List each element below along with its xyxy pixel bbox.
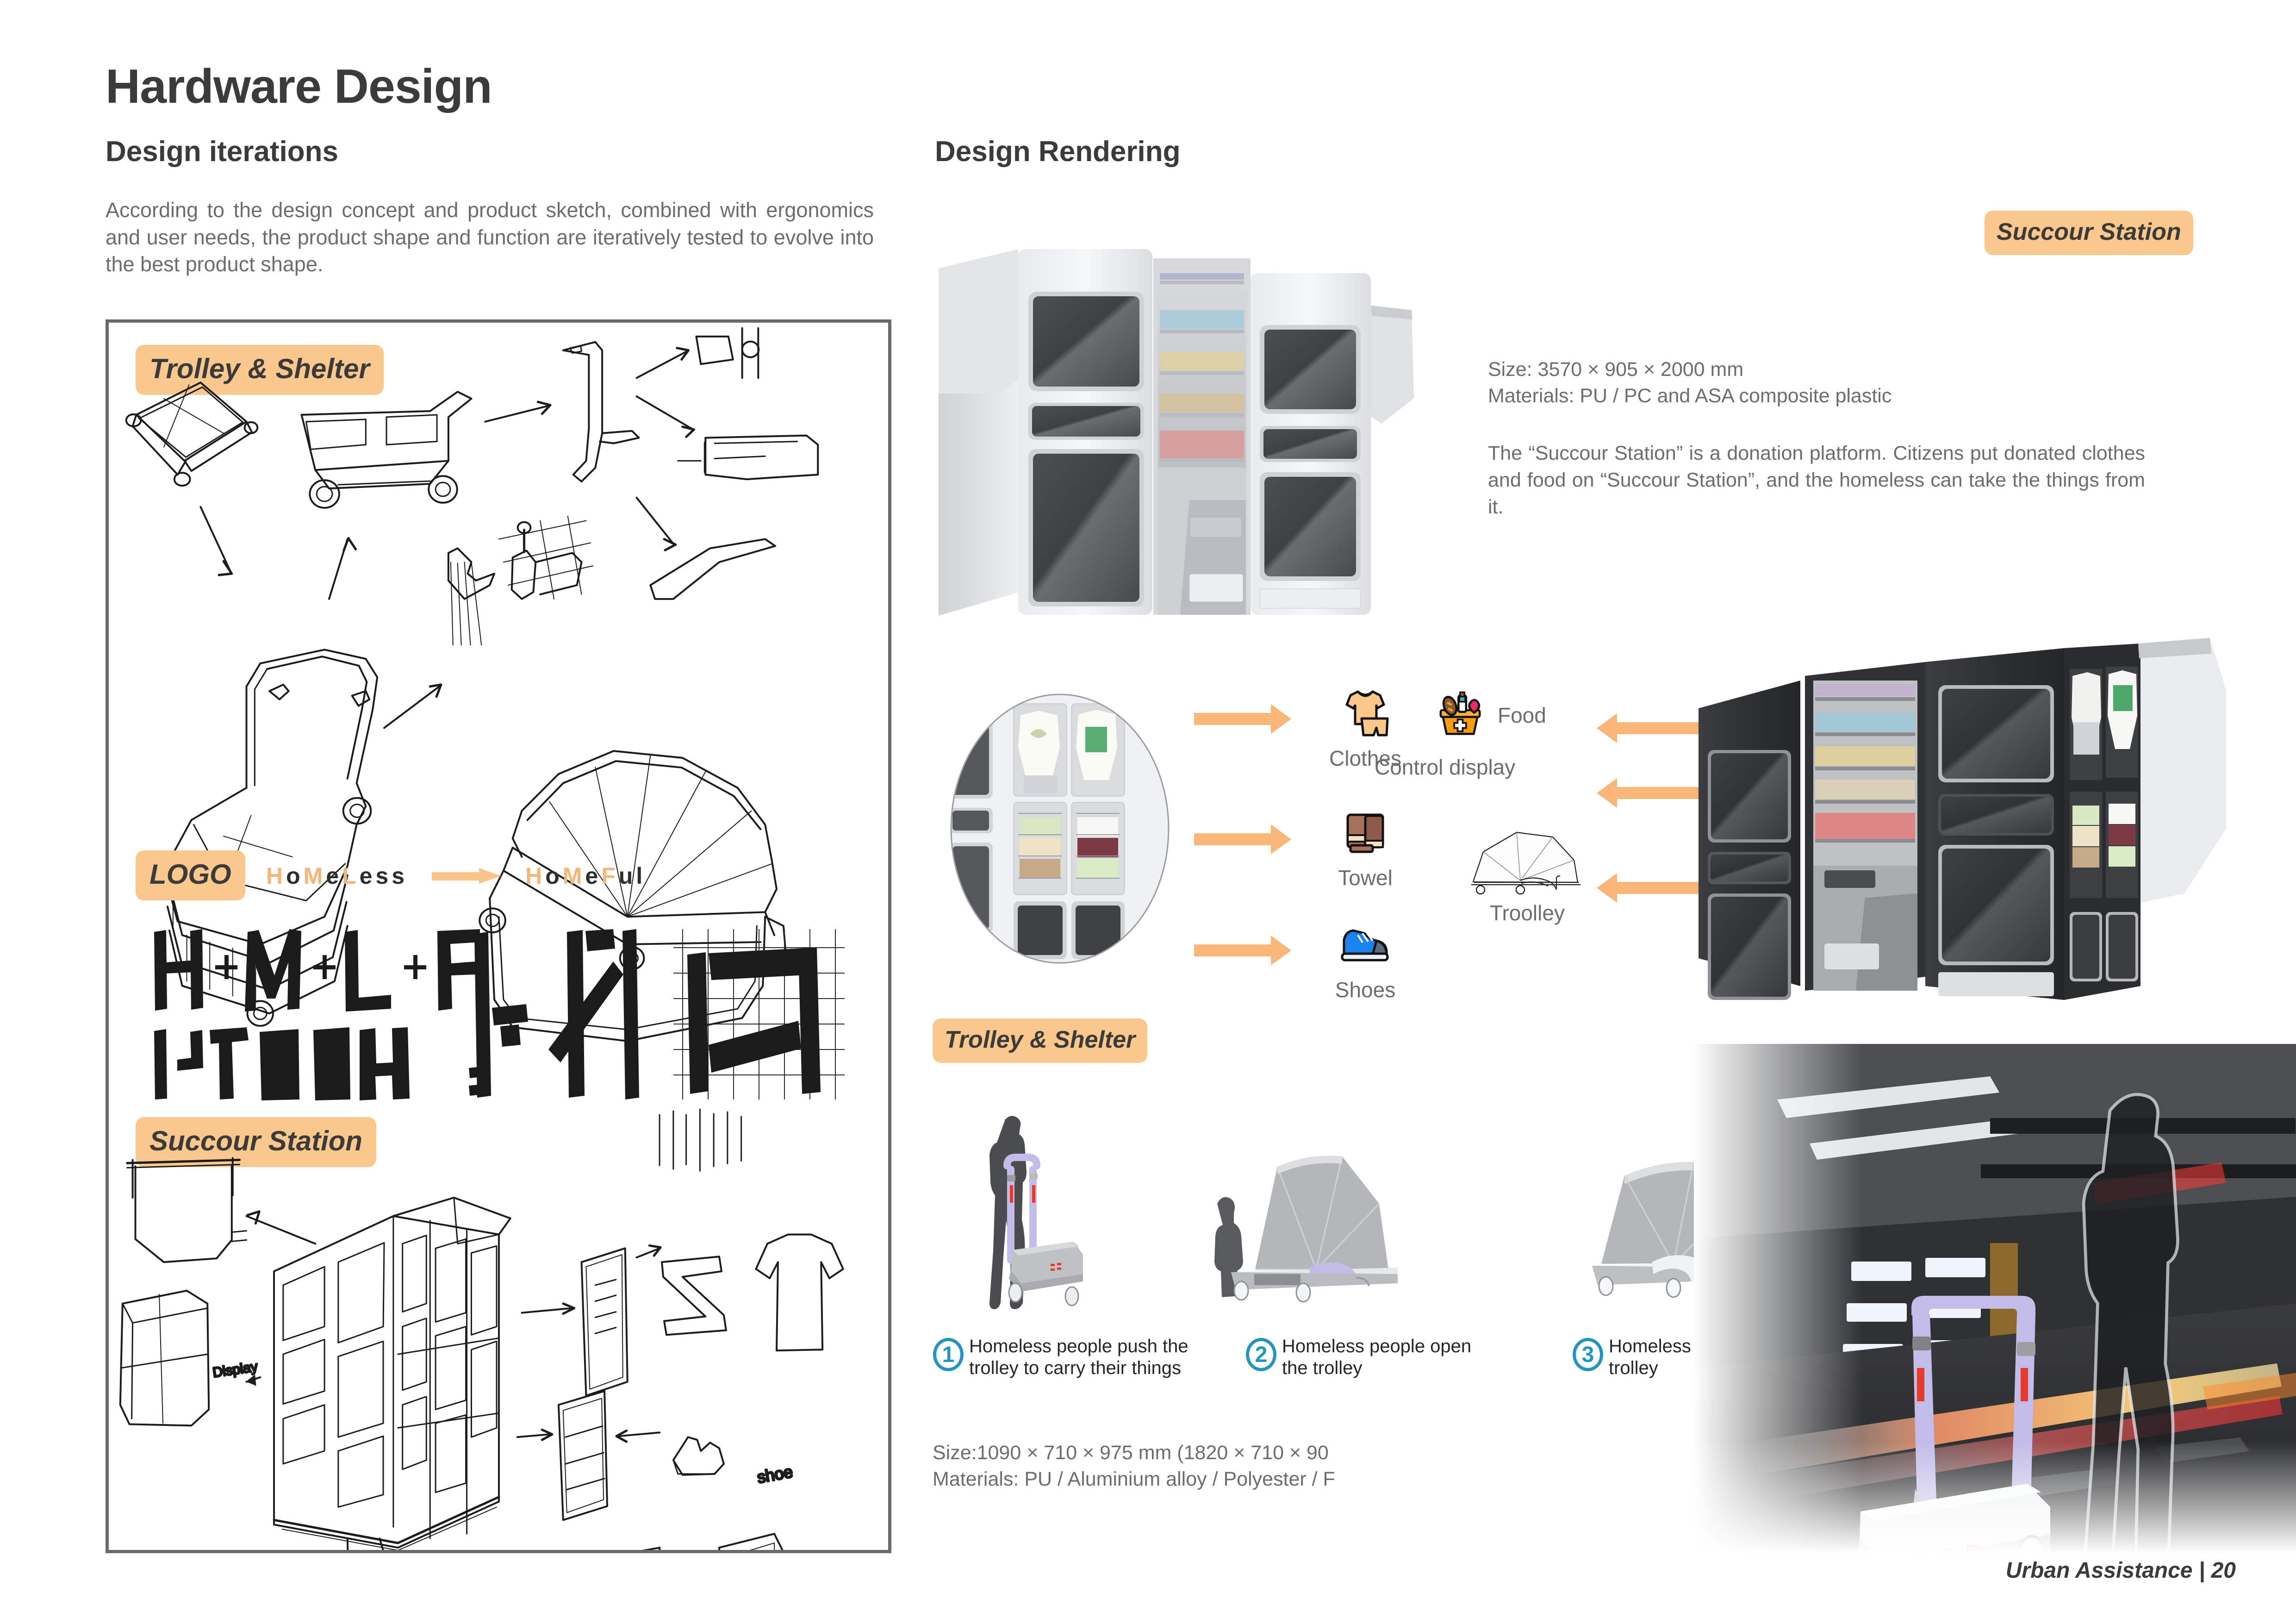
legend-item-clothes: Clothes [1296,685,1435,771]
design-iterations-intro: According to the design concept and prod… [106,198,874,276]
legend-label-towel: Towel [1338,866,1393,890]
trolley-iteration-sketches [125,327,819,1042]
section-heading-design-rendering: Design Rendering [935,136,1181,168]
page-title: Hardware Design [106,60,492,113]
succour-station-specs: Size: 3570 × 905 × 2000 mm Materials: PU… [1488,356,2145,521]
badge-succour-station-right: Succour Station [1985,211,2193,255]
spec-size: Size: 3570 × 905 × 2000 mm [1488,358,1744,381]
badge-logo: LOGO [136,850,245,900]
compartment-detail-closeup [950,693,1170,964]
legend-label-control-display: Control display [1375,755,1516,779]
succour-station-render-white [939,249,1414,616]
badge-trolley-shelter-right: Trolley & Shelter [933,1018,1148,1063]
footer-project-name: Urban Assistance [2005,1558,2193,1583]
legend-item-troolley: Troolley [1449,824,1606,925]
trolley-render-opening [1214,1156,1398,1303]
spec-description: The “Succour Station” is a donation plat… [1488,442,2145,518]
trolley-render-pushing [989,1116,1083,1309]
logo-calligraphy-exploration [154,929,845,1100]
arrow-from-food-shelf [1597,713,1699,743]
step-caption-2: Homeless people open the trolley [1282,1336,1472,1379]
arrow-from-troolley [1597,873,1699,903]
arrow-to-clothes-icon [1194,704,1291,734]
badge-succour-station-left: Succour Station [136,1117,377,1167]
compartment-legend: Clothes Towel Shoes [1194,685,1435,1009]
logo-word-homeless: HoMeLess [266,863,408,889]
legend-label-clothes: Clothes [1329,746,1401,770]
step-caption-1: Homeless people push the trolley to carr… [969,1336,1188,1379]
night-street-scene [1694,1044,2296,1553]
legend-item-food: Food [1435,690,1546,741]
arrow-to-shoes-icon [1194,936,1291,965]
logo-word-homeful: HoMeFul [525,863,646,889]
tshirt-shorts-icon [1345,690,1389,737]
trolley-spec-materials: Materials: PU / Aluminium alloy / Polyes… [933,1468,1335,1490]
trolley-canopy-icon [1471,831,1580,895]
arrow-right-icon [432,868,502,884]
footer-separator: | [2198,1558,2205,1583]
succour-station-render-dark [1699,638,2226,1000]
spec-materials: Materials: PU / PC and ASA composite pla… [1488,384,1892,407]
step-number-2: 2 [1246,1338,1276,1371]
footer: Urban Assistance | 20 [2006,1558,2236,1583]
sketch-board: Trolley & Shelter [106,319,891,1553]
folded-towels-icon [1346,813,1384,853]
legend-label-shoes: Shoes [1335,978,1396,1002]
legend-item-shoes: Shoes [1296,917,1435,1002]
step-number-3: 3 [1573,1338,1603,1371]
legend-label-food: Food [1498,703,1546,727]
logo-concept-row: HoMeLess HoMeFul [266,856,646,896]
badge-trolley-shelter-left: Trolley & Shelter [136,345,384,395]
legend-item-towel: Towel [1296,805,1435,890]
footer-page-number: 20 [2211,1558,2236,1583]
trolley-spec-size: Size:1090 × 710 × 975 mm (1820 × 710 × 9… [933,1442,1329,1464]
food-basket-icon [1439,691,1481,735]
step-number-1: 1 [933,1338,964,1371]
arrow-from-control-display [1597,778,1699,808]
trolley-specs: Size:1090 × 710 × 975 mm (1820 × 710 × 9… [933,1440,1488,1493]
sneaker-icon [1341,929,1389,962]
legend-label-troolley: Troolley [1490,901,1565,925]
arrow-to-towel-icon [1194,824,1291,854]
section-heading-design-iterations: Design iterations [106,136,338,168]
